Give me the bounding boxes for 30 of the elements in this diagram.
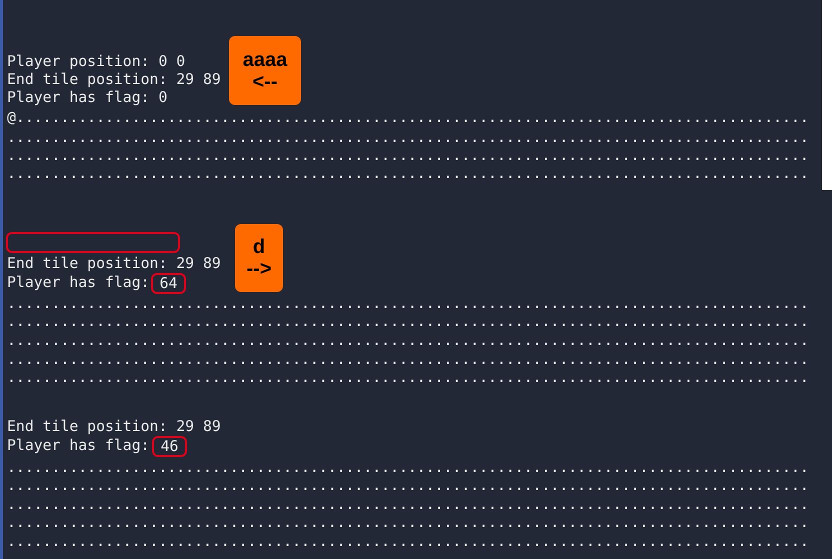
key-label: aaaa bbox=[242, 48, 288, 70]
annotation-card bbox=[229, 36, 301, 105]
map-row: .......................................................................................... bbox=[7, 351, 809, 369]
terminal-line: End tile position: 29 89 bbox=[7, 255, 221, 273]
map-row: .......................................................................................... bbox=[7, 165, 809, 183]
map-row: .......................................................................................... bbox=[7, 295, 809, 313]
map-row: .......................................................................................... bbox=[7, 313, 809, 331]
highlighted-value: 64 bbox=[151, 273, 186, 294]
map-row: .......................................................................................... bbox=[7, 129, 809, 147]
terminal-line: End tile position: 29 89 bbox=[7, 418, 221, 436]
map-row: .......................................................................................... bbox=[7, 496, 809, 514]
key-label: d bbox=[252, 236, 266, 258]
highlight-outline bbox=[6, 232, 180, 253]
highlighted-value: 46 bbox=[152, 436, 187, 457]
arrow-text: --> bbox=[246, 258, 272, 280]
map-row: .......................................................................................... bbox=[7, 459, 809, 477]
map-row: .......................................................................................... bbox=[7, 147, 809, 165]
map-row: .......................................................................................... bbox=[7, 533, 809, 551]
terminal-line: End tile position: 29 89 bbox=[7, 71, 221, 89]
terminal-line: Player has flag: bbox=[7, 274, 150, 292]
terminal-line: Player position: 0 0 bbox=[7, 53, 186, 71]
terminal-line: Player has flag: bbox=[7, 437, 150, 455]
annotation-card bbox=[235, 224, 283, 292]
terminal-line: Player has flag: 0 bbox=[7, 89, 168, 107]
map-row: .......................................................................................... bbox=[7, 369, 809, 387]
arrow-text: <-- bbox=[252, 70, 278, 92]
map-row: .......................................................................................... bbox=[7, 514, 809, 532]
map-row: @......................................................................................... bbox=[7, 109, 809, 127]
map-row: .......................................................................................... bbox=[7, 332, 809, 350]
map-row: .......................................................................................... bbox=[7, 477, 809, 495]
